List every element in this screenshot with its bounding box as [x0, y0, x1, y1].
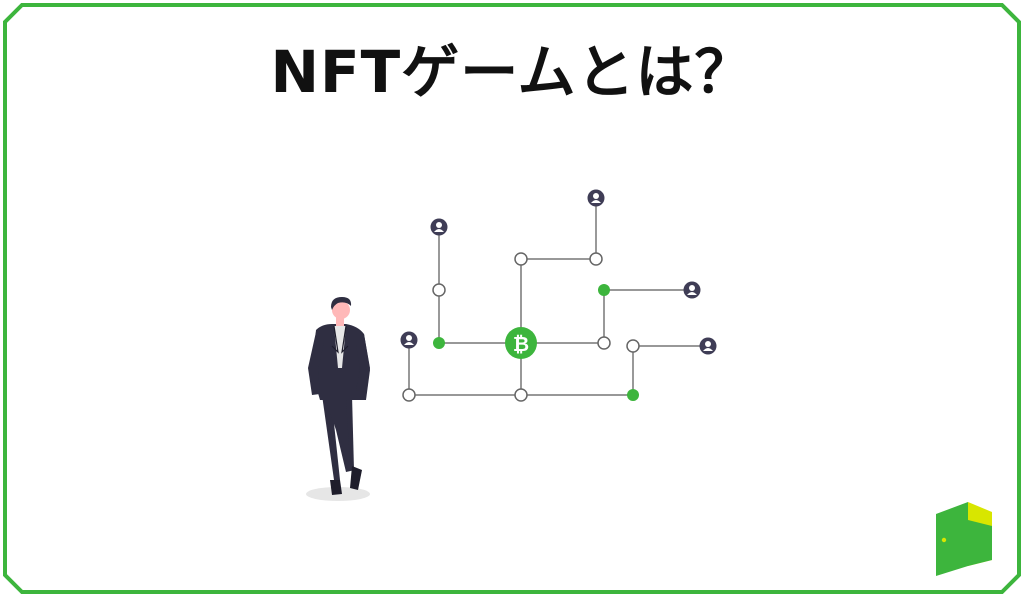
green-node	[433, 337, 445, 349]
green-nodes	[433, 284, 639, 401]
green-node	[627, 389, 639, 401]
user-icons	[400, 189, 717, 355]
node	[589, 252, 603, 266]
node	[514, 252, 528, 266]
svg-text:₿: ₿	[513, 332, 529, 356]
user-icon	[400, 331, 418, 349]
network-nodes	[402, 252, 640, 402]
node	[626, 339, 640, 353]
node	[597, 336, 611, 350]
door-logo-icon	[936, 502, 992, 576]
node	[514, 388, 528, 402]
network-lines	[408, 198, 708, 396]
node	[402, 388, 416, 402]
page-title: NFTゲームとは？	[270, 38, 754, 106]
bitcoin-icon: ₿	[505, 327, 537, 359]
user-icon	[430, 218, 448, 236]
user-icon	[683, 281, 701, 299]
node	[432, 283, 446, 297]
businessman-figure	[306, 297, 370, 501]
user-icon	[587, 189, 605, 207]
user-icon	[699, 337, 717, 355]
green-node	[598, 284, 610, 296]
